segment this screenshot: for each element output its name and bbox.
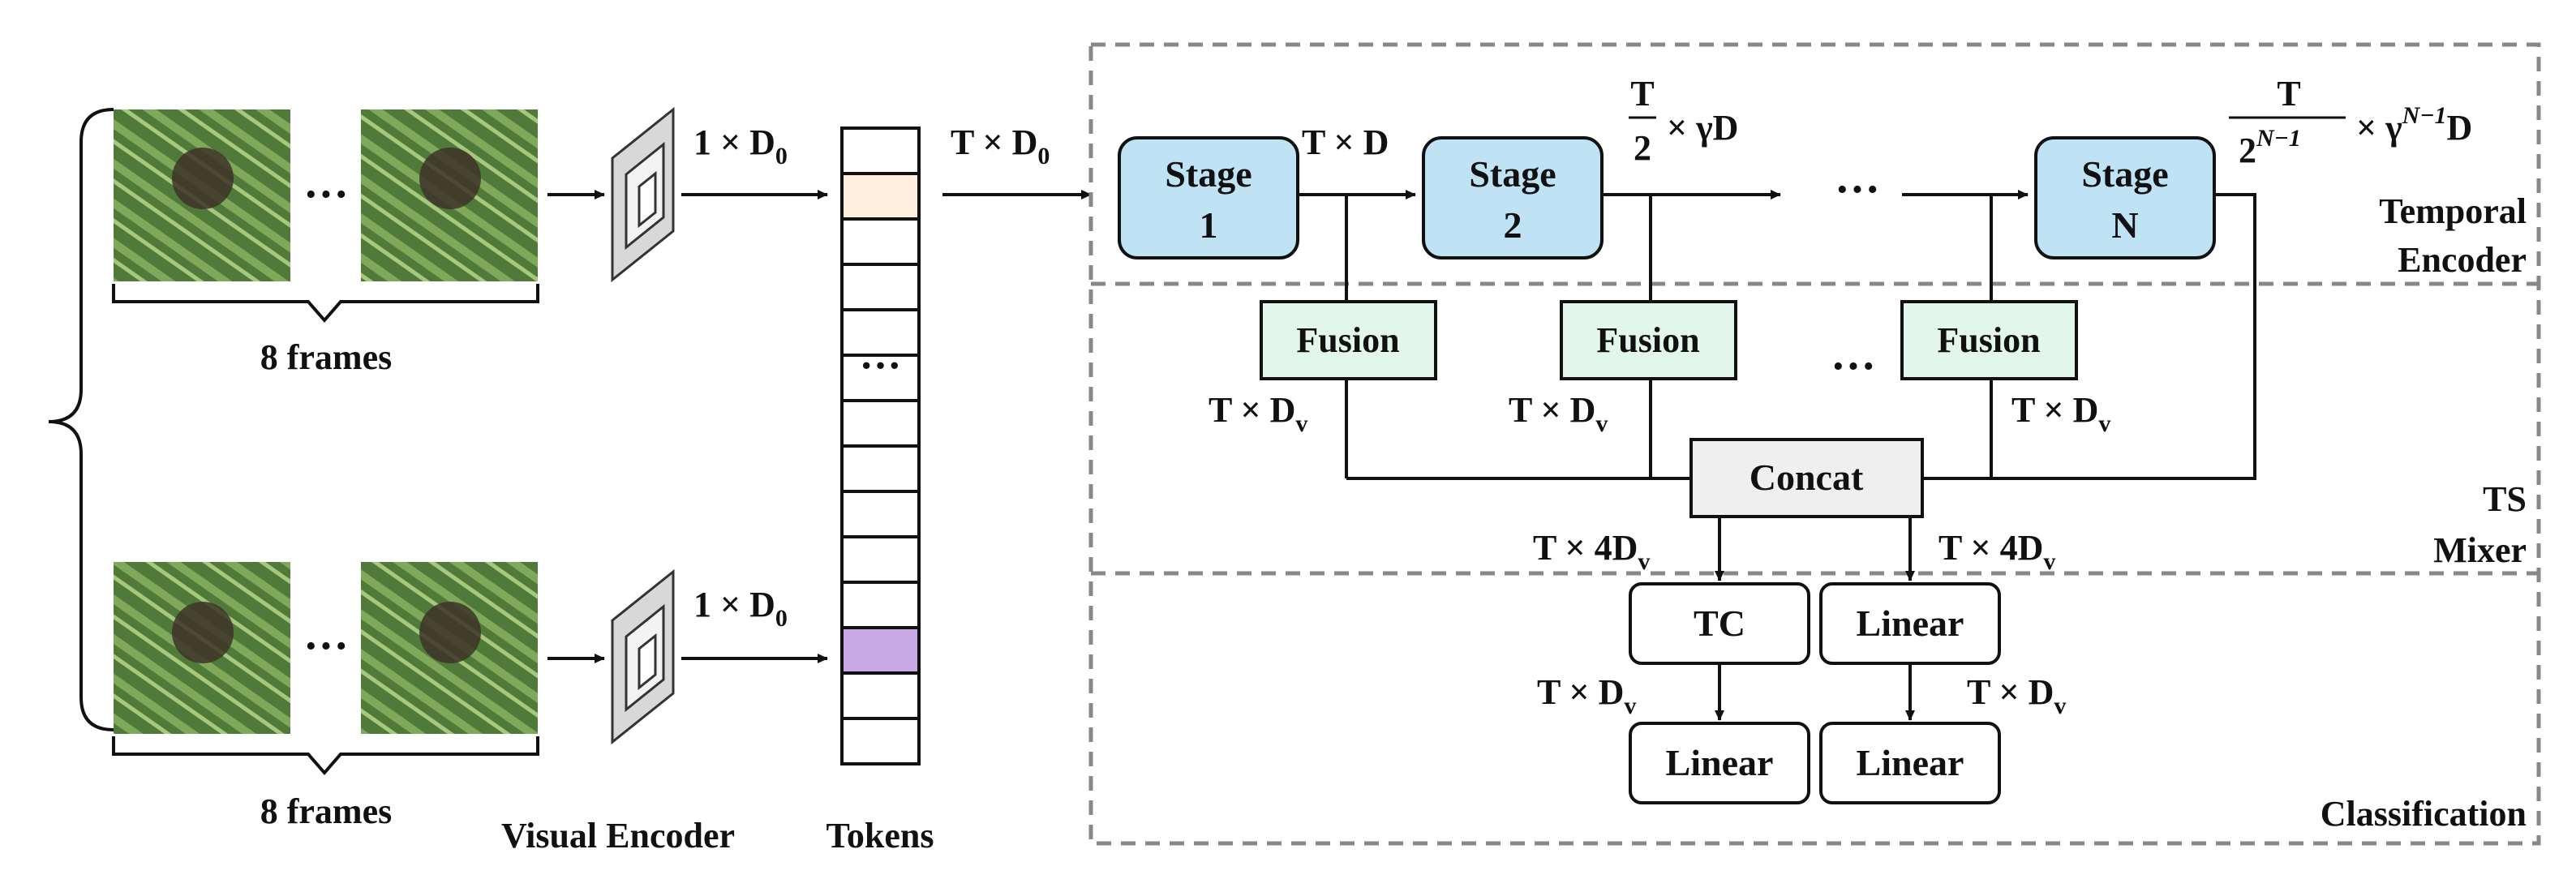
section-ts-mixer: Mixer [2433, 530, 2527, 570]
stages-ellipsis: ··· [1835, 165, 1880, 215]
stage-2-box: Stage 2 [1422, 136, 1604, 259]
dim-label-txdv: T × Dv [2011, 390, 2110, 437]
svg-text:Fusion: Fusion [1596, 320, 1699, 360]
visual-encoder-bottom-icon [611, 568, 675, 745]
dim-label-txdv: T × Dv [1509, 390, 1608, 437]
dim-label-txdv: T × Dv [1967, 672, 2066, 719]
section-ts-mixer: TS [2483, 479, 2527, 519]
section-classification: Classification [2321, 794, 2527, 834]
section-temporal-encoder: Temporal [2379, 191, 2527, 231]
token-cell [840, 444, 921, 493]
group-brace [48, 108, 114, 731]
outer-dashed-frame [1088, 42, 2541, 846]
frame-subject [172, 148, 234, 209]
fusion-box-2: Fusion [1560, 300, 1737, 380]
stage-1-box: Stage 1 [1118, 136, 1299, 259]
dim-label-t-over-2n-gamma: T 2N−1 × γN−1D [2229, 74, 2472, 170]
frames-brace [112, 284, 539, 324]
token-column: ··· [840, 127, 921, 765]
tokens-ellipsis: ··· [859, 343, 901, 389]
linear-box-1: Linear [1819, 582, 2001, 665]
visual-encoder-top-icon [611, 106, 675, 283]
fusion-box-1: Fusion [1260, 300, 1437, 380]
svg-text:Linear: Linear [1857, 742, 1964, 783]
svg-text:T: T [2277, 74, 2300, 114]
frame-subject [419, 602, 481, 663]
token-cell [840, 490, 921, 538]
dim-label-1xd0: 1 × D0 [693, 585, 788, 632]
token-cell [840, 535, 921, 584]
token-cell [840, 626, 921, 675]
section-temporal-encoder: Encoder [2398, 240, 2527, 280]
token-cell [840, 399, 921, 448]
dim-label-txdv: T × Dv [1537, 672, 1636, 719]
svg-text:TC: TC [1694, 603, 1745, 644]
linear-box-2: Linear [1629, 722, 1810, 804]
svg-text:Linear: Linear [1857, 603, 1964, 644]
frames-ellipsis: ··· [303, 621, 349, 671]
concat-box: Concat [1689, 438, 1924, 518]
token-cell [840, 172, 921, 221]
token-cell [840, 671, 921, 720]
token-cell [840, 263, 921, 311]
svg-text:1: 1 [1200, 204, 1218, 246]
frame-subject [419, 148, 481, 209]
svg-text:× γD: × γD [1667, 108, 1738, 148]
token-cell [840, 308, 921, 357]
svg-text:N: N [2111, 204, 2138, 246]
token-cell [840, 581, 921, 629]
tokens-label: Tokens [826, 816, 934, 856]
frames-ellipsis: ··· [303, 169, 349, 220]
token-cell [840, 127, 921, 175]
token-cell [840, 354, 921, 402]
fusion-box-3: Fusion [1900, 300, 2078, 380]
dim-label-tx4dv: T × 4Dv [1533, 528, 1650, 575]
dim-label-tx4dv: T × 4Dv [1938, 528, 2055, 575]
svg-text:Stage: Stage [1469, 153, 1556, 195]
svg-text:Stage: Stage [2081, 153, 2168, 195]
frames-label: 8 frames [260, 337, 393, 377]
dim-label-t-half-gamma-d: T 2 × γD [1629, 74, 1738, 168]
svg-text:Fusion: Fusion [1296, 320, 1399, 360]
svg-text:× γN−1D: × γN−1D [2356, 102, 2472, 148]
dim-label-txd: T × D [1302, 122, 1389, 162]
stage-n-box: Stage N [2034, 136, 2216, 259]
svg-text:2: 2 [1504, 204, 1522, 246]
dim-label-txdv: T × Dv [1209, 390, 1307, 437]
svg-text:Concat: Concat [1750, 457, 1864, 498]
svg-text:Stage: Stage [1165, 153, 1252, 195]
frames-label: 8 frames [260, 791, 393, 831]
frame-subject [172, 602, 234, 663]
dim-label-1xd0: 1 × D0 [693, 122, 788, 169]
linear-box-3: Linear [1819, 722, 2001, 804]
token-cell [840, 717, 921, 765]
stage-n-to-concat-line [1922, 193, 2256, 480]
frames-brace [112, 736, 539, 776]
svg-text:2: 2 [1634, 128, 1651, 168]
tc-box: TC [1629, 582, 1810, 665]
svg-text:Linear: Linear [1666, 742, 1774, 783]
bottom-frame-group: ··· 8 frames [112, 562, 539, 831]
svg-text:Fusion: Fusion [1937, 320, 2040, 360]
fusion-ellipsis: ··· [1831, 341, 1876, 392]
dim-label-txd0: T × D0 [951, 122, 1050, 169]
svg-text:T: T [1630, 74, 1654, 114]
svg-text:2N−1: 2N−1 [2239, 125, 2301, 170]
visual-encoder-label: Visual Encoder [501, 816, 735, 856]
top-frame-group: ··· 8 frames [112, 109, 539, 377]
token-cell [840, 217, 921, 266]
